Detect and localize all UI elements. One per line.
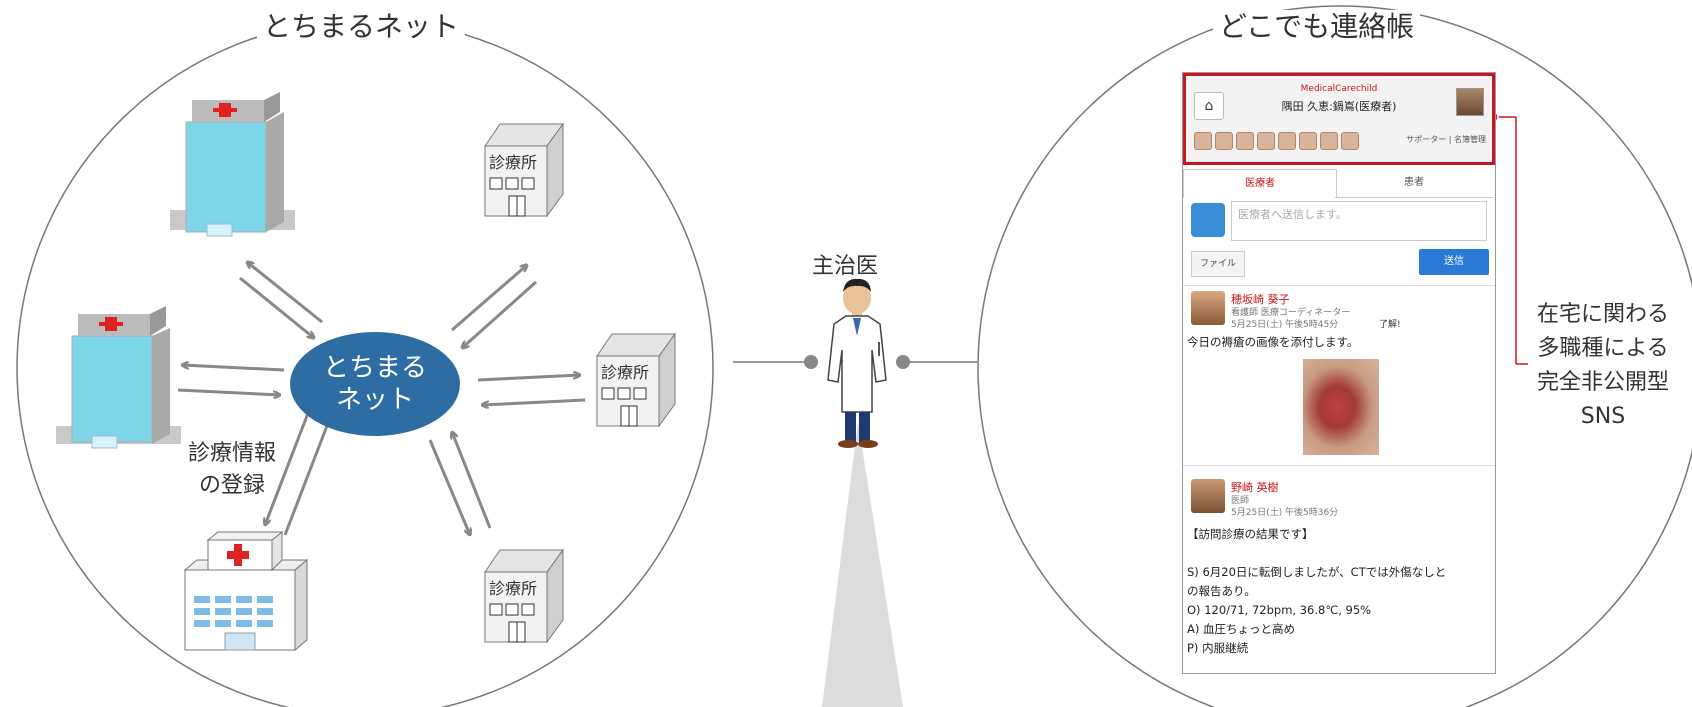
post-line: P) 内服継続 [1187,639,1248,658]
member-avatars [1194,132,1359,150]
avatar[interactable] [1257,132,1275,150]
post-line: S) 6月20日に転倒しましたが、CTでは外傷なしと [1187,563,1446,582]
hospital-icon [170,92,295,236]
left-circle-title: とちまるネット [257,10,465,44]
post-author[interactable]: 野崎 英樹 [1231,479,1279,495]
avatar [1191,291,1225,325]
avatar[interactable] [1341,132,1359,150]
avatar[interactable] [1278,132,1296,150]
post-line: の報告あり。 [1187,582,1256,601]
tab-staff[interactable]: 医療者 [1183,169,1337,198]
spotlight-beam [822,422,903,707]
post-time: 5月25日(土) 午後5時45分 [1231,319,1338,331]
registration-label: 診療情報 の登録 [172,438,292,502]
post-ack: 了解! [1379,319,1401,331]
tochimaru-hub: とちまる ネット [290,332,460,436]
post-role: 看護師 医療コーディネーター [1231,307,1350,319]
clinic-label: 診療所 [489,149,537,173]
tab-patient[interactable]: 患者 [1335,169,1493,198]
clinic-label: 診療所 [601,359,649,383]
sns-phone-screen: ⌂ MedicalCarechild 隅田 久恵:鍋嶌(医療者) サポーター |… [1182,72,1496,674]
post-role: 医師 [1231,495,1249,507]
send-button[interactable]: 送信 [1419,249,1489,275]
phone-header: ⌂ MedicalCarechild 隅田 久恵:鍋嶌(医療者) サポーター |… [1183,73,1495,165]
member-links[interactable]: サポーター | 名簿管理 [1406,134,1486,145]
avatar[interactable] [1194,132,1212,150]
avatar[interactable] [1236,132,1254,150]
hospital-icon [185,532,307,650]
wound-photo[interactable] [1303,359,1379,455]
post-text: 今日の褥瘡の画像を添付します。 [1187,333,1358,352]
doctor-label: 主治医 [812,248,878,280]
file-button[interactable]: ファイル [1191,251,1245,277]
message-input[interactable]: 医療者へ送信します。 [1231,201,1487,241]
post-author[interactable]: 穂坂崎 葵子 [1231,291,1290,307]
avatar[interactable] [1215,132,1233,150]
avatar [1191,479,1225,513]
post-line: 【訪問診療の結果です】 [1187,525,1314,544]
avatar[interactable] [1299,132,1317,150]
app-brand: MedicalCarechild [1186,84,1492,94]
clinic-label: 診療所 [489,575,537,599]
connector-dot-right [896,355,910,369]
current-user: 隅田 久恵:鍋嶌(医療者) [1186,98,1492,114]
hospital-icon [56,306,181,448]
user-avatar[interactable] [1456,88,1484,116]
doctor-icon [828,279,886,448]
hub-label-line1: とちまる [323,352,427,384]
sns-description: 在宅に関わる 多職種による 完全非公開型 SNS [1518,298,1688,434]
post-line: A) 血圧ちょっと高め [1187,620,1295,639]
compose-avatar [1191,203,1225,237]
right-circle-title: どこでも連絡帳 [1213,10,1420,44]
connector-dot-left [804,355,818,369]
post-line: O) 120/71, 72bpm, 36.8℃, 95% [1187,601,1371,620]
hub-label-line2: ネット [336,384,414,416]
post-time: 5月25日(土) 午後5時36分 [1231,507,1338,519]
avatar[interactable] [1320,132,1338,150]
